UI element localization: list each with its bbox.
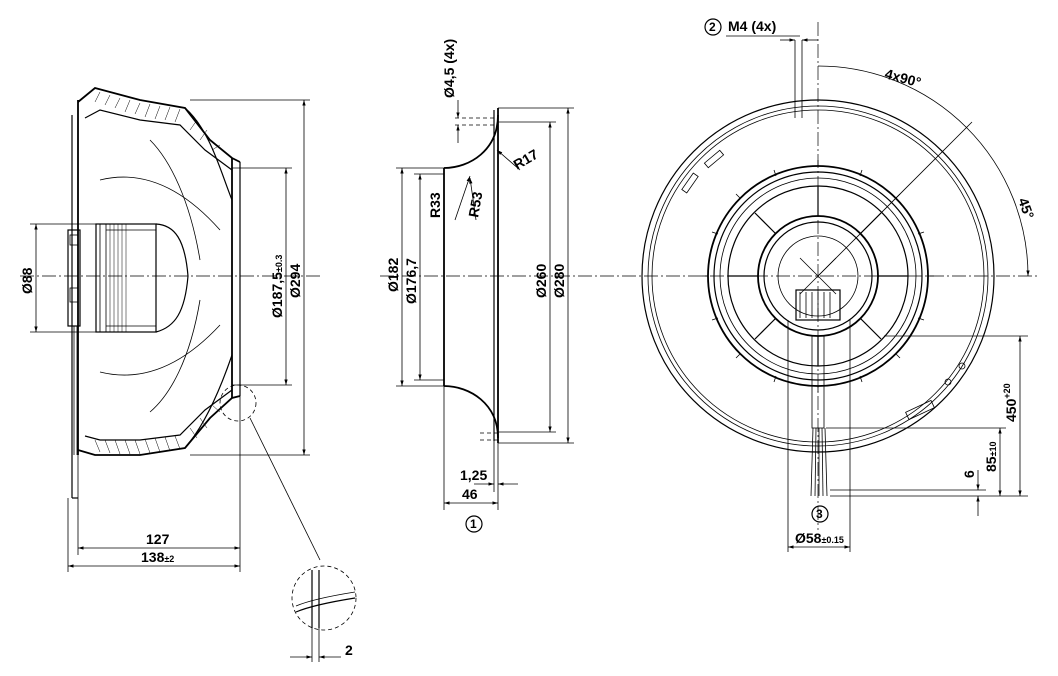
callout-3: 3 <box>816 507 823 521</box>
dim-d88: Ø88 <box>19 267 35 294</box>
dim-d58: Ø58±0.15 <box>795 530 844 546</box>
thread-m4: M4 (4x) <box>728 18 776 34</box>
dim-125: 1,25 <box>460 467 487 483</box>
dim-d260: Ø260 <box>533 264 549 298</box>
dim-450: 450+20 <box>1002 383 1019 422</box>
dim-138: 138±2 <box>141 549 174 565</box>
dim-d294: Ø294 <box>287 264 303 298</box>
angle-45: 45° <box>1015 196 1037 221</box>
dim-d280: Ø280 <box>551 264 567 298</box>
dim-46: 46 <box>462 486 478 502</box>
dim-127: 127 <box>146 531 170 547</box>
dim-85: 85±10 <box>983 441 999 472</box>
dim-d176: Ø176,7 <box>403 258 419 304</box>
nozzle-view: Ø4,5 (4x) R17 R33 R53 Ø182 Ø176,7 Ø260 Ø… <box>380 39 620 533</box>
dim-d187: Ø187,5±0.3 <box>269 255 285 318</box>
dim-r17: R17 <box>511 146 541 173</box>
callout-2: 2 <box>709 20 716 34</box>
dim-hole: Ø4,5 (4x) <box>441 39 457 98</box>
callout-1: 1 <box>470 517 477 531</box>
angle-4x90: 4x90° <box>883 65 923 90</box>
dim-2: 2 <box>345 642 353 658</box>
dim-r53: R53 <box>465 190 485 218</box>
detail-view: 2 <box>290 565 357 662</box>
dim-r33: R33 <box>427 192 443 218</box>
dim-6: 6 <box>961 470 977 478</box>
dim-d182: Ø182 <box>385 258 401 292</box>
side-view: Ø88 Ø187,5±0.3 Ø294 127 138±2 <box>19 87 321 572</box>
front-view: 2 M4 (4x) 4x90° 45° 450+20 85±10 6 3 <box>622 18 1040 552</box>
